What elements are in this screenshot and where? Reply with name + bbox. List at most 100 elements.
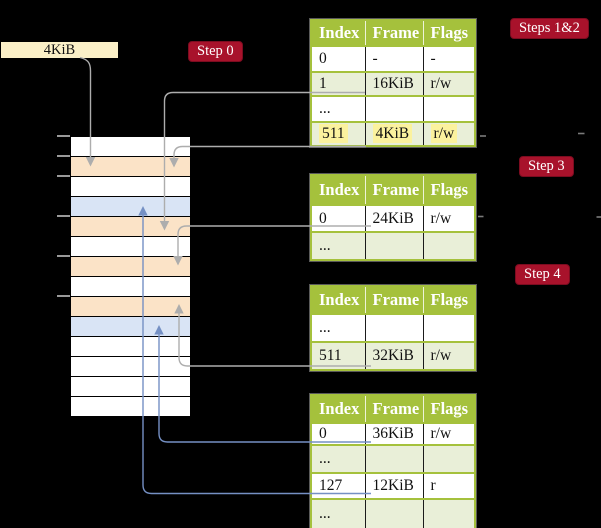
memory-frame-row-12-plain: [71, 377, 190, 397]
cell: 0: [311, 205, 366, 232]
frame-4kib-box: 4KiB: [1, 42, 118, 58]
column-header-flags: Flags: [423, 395, 475, 423]
cell-text: ...: [319, 100, 331, 117]
frame-boundary-tick-5: [57, 295, 70, 297]
table-row: 127 12KiB r: [311, 473, 475, 499]
frame-boundary-tick-3: [57, 215, 70, 217]
badge-steps-1-2: Steps 1&2: [510, 18, 589, 39]
column-header-index: Index: [311, 175, 366, 205]
cell-text: r/w: [430, 347, 452, 364]
table-row: 511 4KiB r/w: [311, 122, 475, 146]
cell-text: ...: [319, 505, 331, 522]
table-row: ...: [311, 499, 475, 528]
column-header-index: Index: [311, 286, 366, 314]
memory-frame-row-8-table: [71, 297, 190, 317]
cell-text: r/w: [430, 75, 452, 92]
cell: -: [365, 46, 424, 72]
memory-frame-row-3-mapped: [71, 197, 190, 217]
cell-text: r/w: [430, 124, 458, 143]
cell-text: ...: [319, 237, 331, 254]
badge-step-0: Step 0: [188, 41, 243, 62]
cell: ...: [311, 96, 366, 122]
cell: [365, 232, 424, 260]
table-row: ...: [311, 232, 475, 260]
column-header-index: Index: [311, 20, 366, 46]
cell: r/w: [423, 205, 475, 232]
frame-4kib-label: 4KiB: [43, 42, 76, 58]
column-header-frame: Frame: [365, 395, 424, 423]
cell-text: 511: [319, 124, 348, 143]
column-header-index: Index: [311, 395, 366, 423]
cell: 0: [311, 46, 366, 72]
cell: [423, 314, 475, 342]
column-header-frame: Frame: [365, 286, 424, 314]
cell: [365, 445, 424, 473]
cell-text: -: [372, 50, 378, 67]
memory-frame-row-5-plain: [71, 237, 190, 257]
cell: 32KiB: [365, 342, 424, 370]
table-row: ...: [311, 314, 475, 342]
table-row: 1 16KiB r/w: [311, 72, 475, 96]
cell-text: 16KiB: [372, 75, 414, 92]
cell: 511: [311, 122, 366, 146]
cell: [423, 499, 475, 528]
cell: ...: [311, 445, 366, 473]
memory-frame-row-1-table: [71, 157, 190, 177]
column-header-flags: Flags: [423, 20, 475, 46]
table-row: 0 - -: [311, 46, 475, 72]
badge-step-4: Step 4: [515, 264, 570, 285]
cell-text: 0: [319, 209, 327, 227]
cell-text: r/w: [430, 209, 452, 227]
frame-boundary-tick-2: [57, 175, 70, 177]
cell: r/w: [423, 423, 475, 445]
memory-frame-row-13-plain: [71, 397, 190, 416]
cell: ...: [311, 499, 366, 528]
cell: ...: [311, 232, 366, 260]
cell: 12KiB: [365, 473, 424, 499]
frame-boundary-tick-4: [57, 255, 70, 257]
memory-frame-row-6-table: [71, 257, 190, 277]
cell-text: 1: [319, 75, 327, 92]
column-header-frame: Frame: [365, 20, 424, 46]
arrow-l4-entry-511-to-frame-4kib: [169, 145, 366, 168]
cell-text: r: [430, 477, 436, 494]
cell: 24KiB: [365, 205, 424, 232]
cell-text: 127: [319, 477, 343, 494]
cell-text: ...: [319, 450, 331, 467]
cell-text: 0: [319, 50, 327, 67]
cell: 16KiB: [365, 72, 424, 96]
memory-frame-row-2-plain: [71, 177, 190, 197]
cell: [365, 96, 424, 122]
cell: 127: [311, 473, 366, 499]
cell-text: 4KiB: [372, 124, 413, 143]
cell: 4KiB: [365, 122, 424, 146]
frame-boundary-tick-0: [57, 135, 70, 137]
cell-text: 32KiB: [372, 347, 414, 364]
cell-text: 0: [319, 425, 327, 442]
cell-text: r/w: [430, 425, 452, 442]
memory-frame-row-9-mapped: [71, 317, 190, 337]
cell: ...: [311, 314, 366, 342]
cell-text: ...: [319, 319, 331, 336]
column-header-flags: Flags: [423, 286, 475, 314]
cell-text: 24KiB: [372, 209, 414, 227]
cell-text: -: [430, 50, 436, 67]
memory-frame-row-11-plain: [71, 357, 190, 377]
cell: r/w: [423, 342, 475, 370]
cell: [423, 96, 475, 122]
memory-frame-row-4-table: [71, 217, 190, 237]
memory-frame-row-0-plain: [71, 137, 190, 157]
cell: [423, 232, 475, 260]
cell: -: [423, 46, 475, 72]
memory-frame-row-7-plain: [71, 277, 190, 297]
table-row: ...: [311, 445, 475, 473]
cell: [423, 445, 475, 473]
